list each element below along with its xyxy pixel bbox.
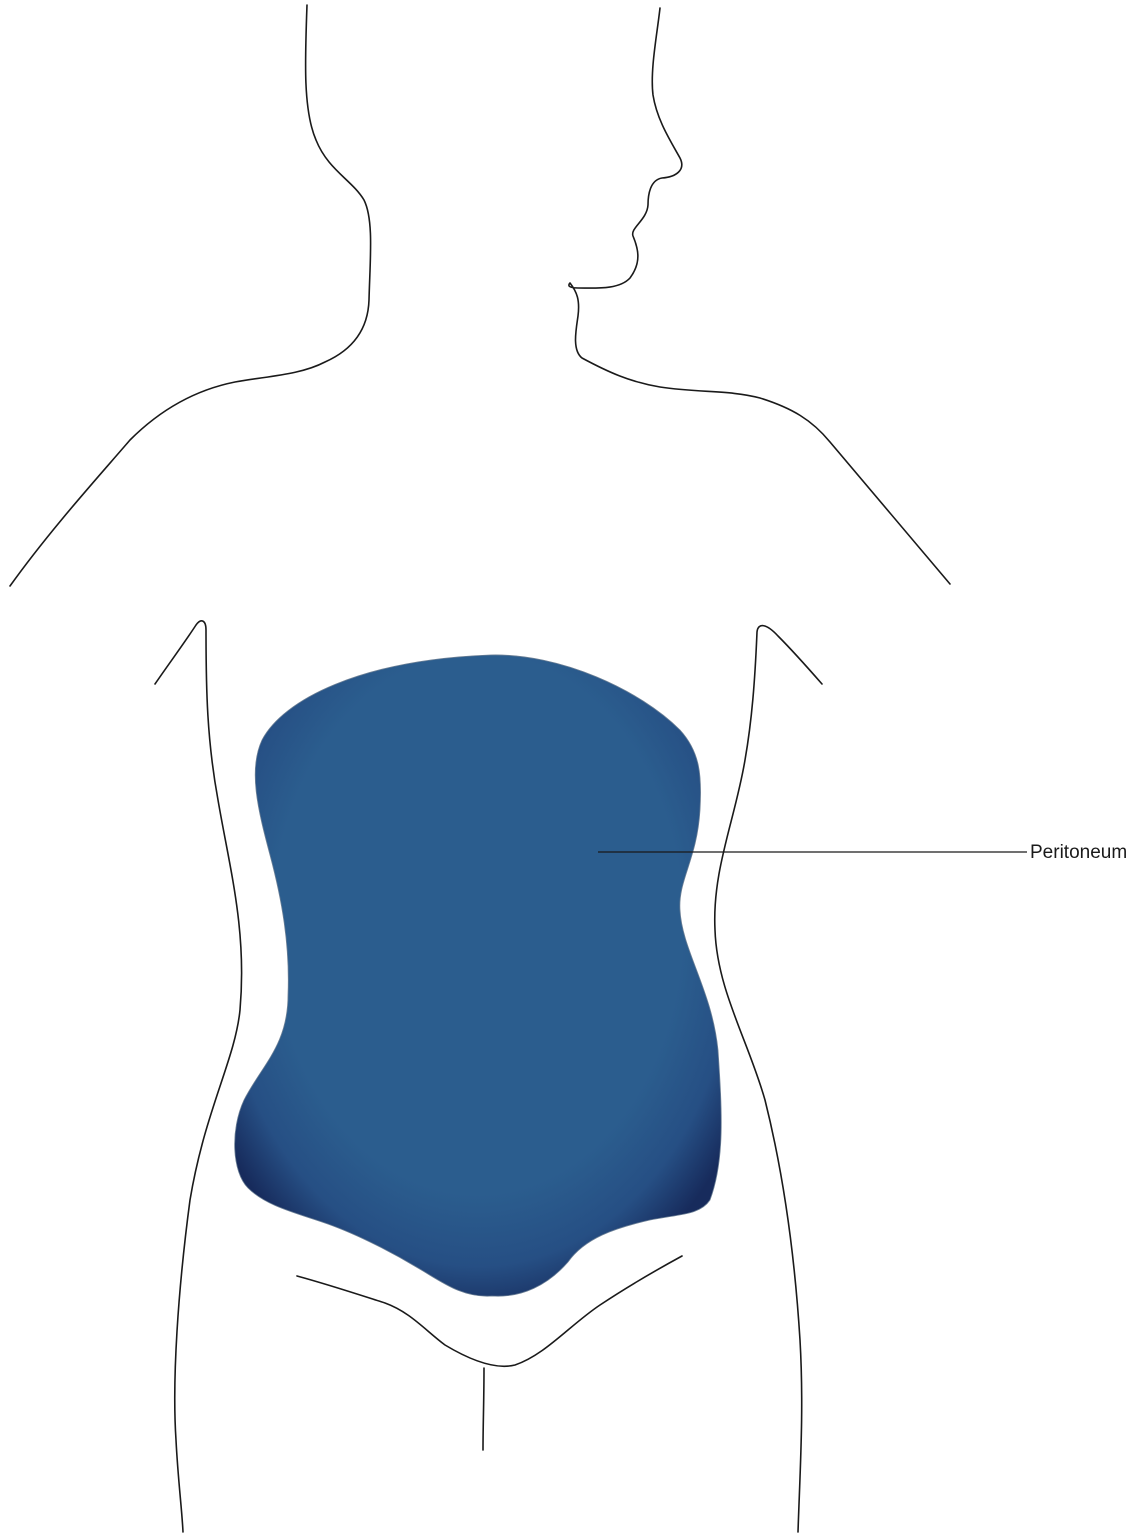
- peritoneum-shape: [235, 655, 722, 1296]
- peritoneum-label: Peritoneum: [1030, 842, 1127, 864]
- right-torso-side: [715, 626, 822, 1532]
- head-back-neck-left-shoulder: [10, 5, 371, 586]
- thigh-midline: [483, 1368, 484, 1450]
- left-torso-side: [155, 621, 242, 1532]
- face-profile-right-shoulder: [569, 8, 950, 584]
